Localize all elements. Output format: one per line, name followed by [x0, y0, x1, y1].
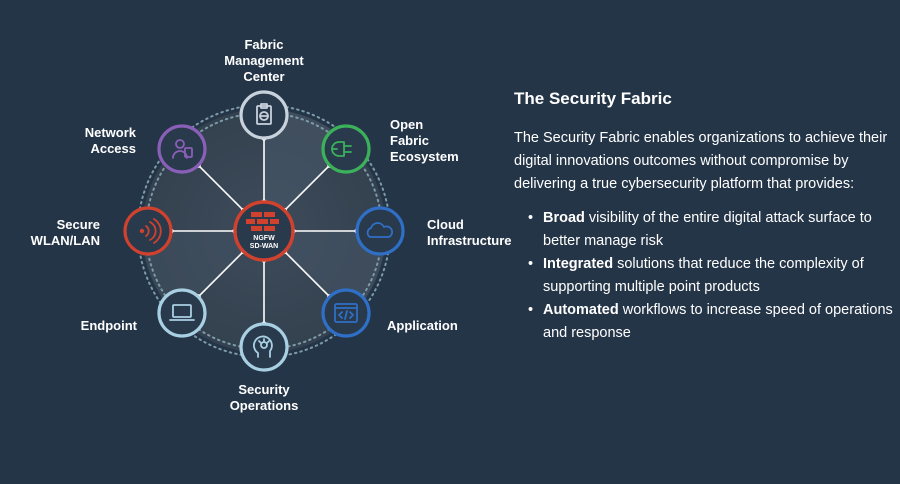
- benefit-bold: Broad: [543, 210, 585, 226]
- center-label-line2: SD-WAN: [250, 243, 278, 250]
- brain-gear-icon: [253, 335, 273, 358]
- spoke-line: [283, 164, 331, 212]
- panel-intro: The Security Fabric enables organization…: [514, 130, 888, 192]
- spoke-line: [197, 250, 245, 298]
- firewall-brick-icon: [246, 212, 279, 231]
- label-application: Application: [387, 318, 458, 333]
- benefit-text: visibility of the entire digital attack …: [543, 210, 872, 249]
- benefit-text: workflows to increase speed of operation…: [543, 302, 893, 341]
- label-fabric-management-center: Fabric Management Center: [224, 37, 304, 84]
- benefit-list: • Broad visibility of the entire digital …: [514, 207, 896, 345]
- node-fabric-management-center: [239, 90, 289, 140]
- label-security-operations: Security Operations: [229, 382, 299, 413]
- bullet-dot-icon: •: [528, 210, 534, 226]
- node-network-access: [157, 124, 207, 174]
- center-label-line1: NGFW: [253, 235, 275, 242]
- clipboard-globe-icon: [256, 103, 272, 125]
- benefit-bold: Automated: [543, 302, 619, 318]
- label-open-fabric-ecosystem: Open Fabric Ecosystem: [390, 117, 459, 164]
- label-cloud-infrastructure: Cloud Infrastructure: [427, 217, 512, 248]
- node-endpoint: [157, 288, 207, 338]
- wireless-signal-icon: [139, 218, 162, 244]
- laptop-icon: [169, 304, 195, 321]
- label-secure-wlan-lan: Secure WLAN/LAN: [30, 217, 100, 248]
- node-secure-wlan-lan: [123, 206, 173, 256]
- cloud-icon: [366, 222, 393, 238]
- node-cloud-infrastructure: [355, 206, 405, 256]
- bullet-dot-icon: •: [528, 302, 534, 318]
- benefit-item: • Integrated solutions that reduce the co…: [528, 253, 896, 299]
- node-application: [321, 288, 371, 338]
- node-security-operations: [239, 322, 289, 372]
- node-open-fabric-ecosystem: [321, 124, 371, 174]
- benefit-item: • Broad visibility of the entire digital …: [528, 207, 896, 253]
- spoke-line: [283, 250, 331, 298]
- panel-title: The Security Fabric: [514, 89, 672, 108]
- label-network-access: Network Access: [84, 125, 136, 156]
- benefit-text: solutions that reduce the complexity of …: [543, 256, 864, 295]
- security-fabric-description: The Security Fabric The Security Fabric …: [514, 88, 896, 345]
- center-hub: NGFW SD-WAN: [233, 200, 295, 262]
- benefit-bold: Integrated: [543, 256, 614, 272]
- benefit-item: • Automated workflows to increase speed o…: [528, 299, 896, 345]
- user-badge-icon: [172, 139, 193, 159]
- code-window-icon: [334, 303, 358, 323]
- security-fabric-diagram: NGFW SD-WAN: [123, 90, 405, 372]
- spoke-line: [197, 164, 245, 212]
- label-endpoint: Endpoint: [80, 318, 137, 333]
- bullet-dot-icon: •: [528, 256, 534, 272]
- plug-icon: [331, 141, 352, 157]
